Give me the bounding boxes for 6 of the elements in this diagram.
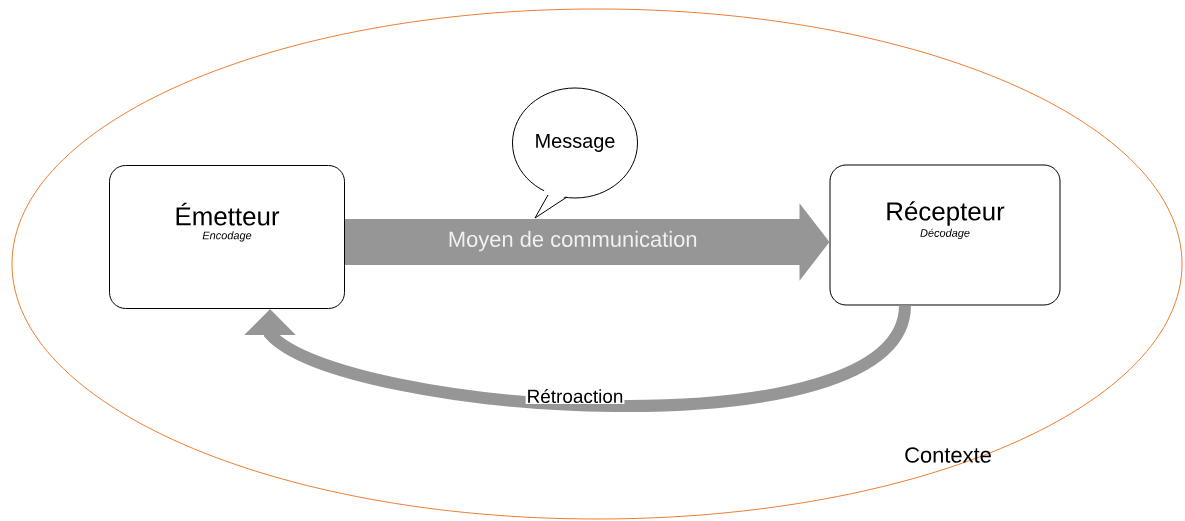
edge-label: Moyen de communication bbox=[446, 229, 699, 253]
process-box: Émetteur Encodage bbox=[109, 165, 345, 309]
curved-arrow bbox=[244, 303, 911, 412]
process-box: Récepteur Décodage bbox=[829, 164, 1061, 306]
speech-bubble: Message bbox=[512, 87, 638, 219]
edge-label: Rétroaction bbox=[525, 387, 625, 405]
